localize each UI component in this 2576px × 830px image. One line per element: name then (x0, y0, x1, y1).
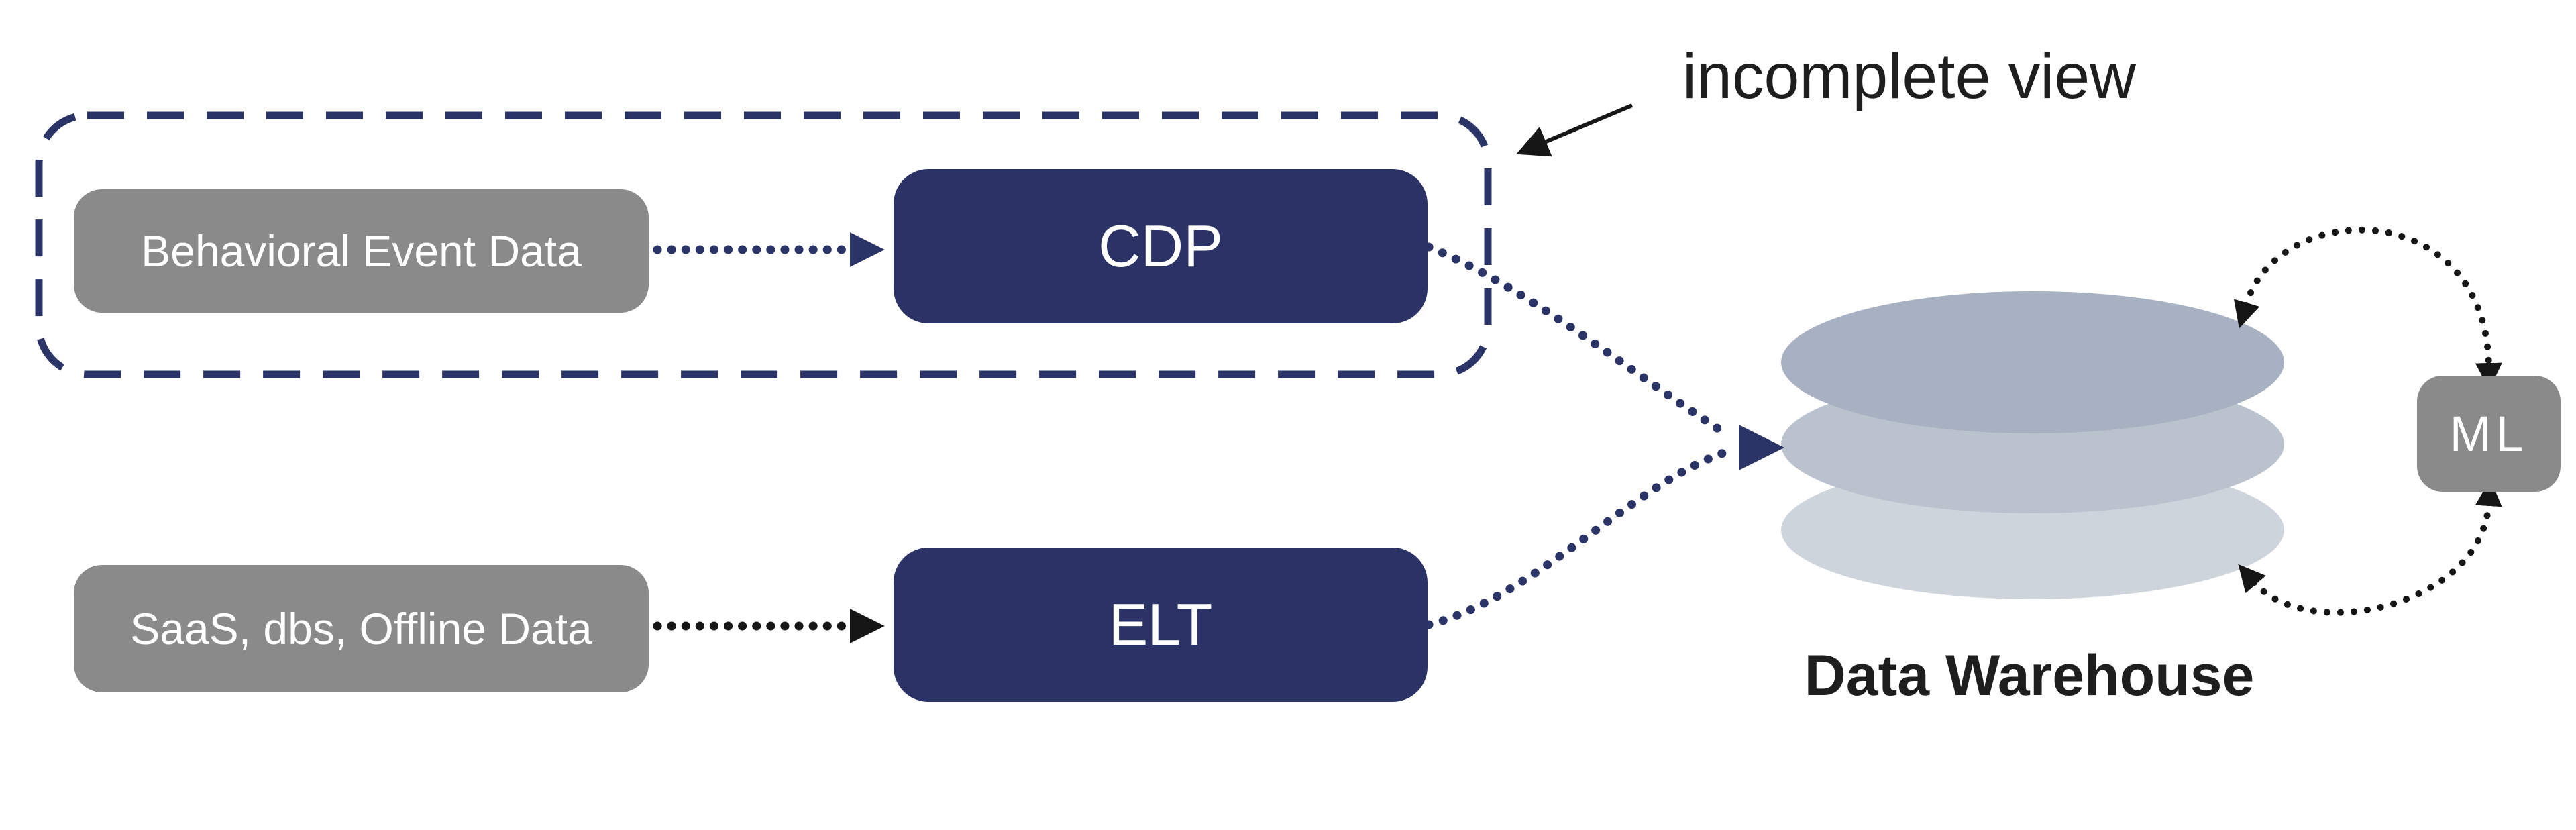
warehouse-disc-top (1781, 291, 2284, 433)
warehouse-inflow-arrowhead (1739, 425, 1784, 470)
behavioral-event-data-label: Behavioral Event Data (141, 226, 582, 276)
cdp-to-warehouse-connector (1424, 242, 1734, 441)
saas-dbs-offline-data-label: SaaS, dbs, Offline Data (130, 604, 592, 654)
annotation-arrow (1516, 103, 1633, 157)
incomplete-view-dashed-container (35, 111, 1492, 378)
data-warehouse-label: Data Warehouse (1804, 643, 2255, 708)
behavioral-event-data-node: Behavioral Event Data (74, 189, 649, 313)
elt-label: ELT (1108, 591, 1213, 658)
cdp-node: CDP (894, 169, 1428, 323)
elt-node: ELT (894, 548, 1428, 702)
elt-to-warehouse-connector (1424, 446, 1734, 629)
cdp-label: CDP (1098, 213, 1223, 279)
warehouse-ml-bottom-arc (2238, 479, 2502, 616)
warehouse-ml-top-arc (2233, 226, 2502, 390)
incomplete-view-label: incomplete view (1682, 41, 2136, 112)
saas-dbs-offline-data-node: SaaS, dbs, Offline Data (74, 565, 649, 692)
ml-label: ML (2449, 406, 2528, 462)
ml-node: ML (2417, 376, 2561, 492)
